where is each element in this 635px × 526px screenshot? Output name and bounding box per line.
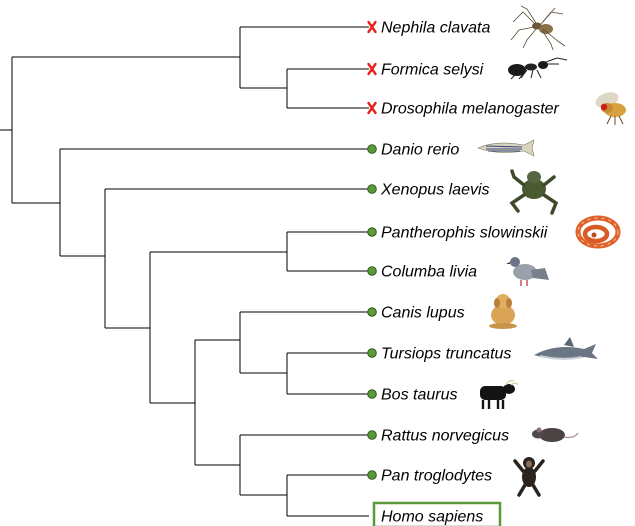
extinct-x-icon xyxy=(369,103,376,113)
present-dot-icon xyxy=(368,471,377,480)
taxon-label-homo-sapiens: Homo sapiens xyxy=(381,509,483,526)
organism-icons xyxy=(478,6,626,495)
taxon-label-canis-lupus: Canis lupus xyxy=(381,305,465,322)
tree-branches xyxy=(0,27,369,516)
taxon-label-xenopus-laevis: Xenopus laevis xyxy=(380,182,490,199)
present-dot-icon xyxy=(368,431,377,440)
taxon-label-nephila-clavata: Nephila clavata xyxy=(381,20,491,37)
zebrafish-icon xyxy=(478,140,534,156)
taxon-label-pantherophis-slowinskii: Pantherophis slowinskii xyxy=(381,225,548,242)
present-dot-icon xyxy=(368,185,377,194)
dolphin-icon xyxy=(534,337,598,360)
spider-icon xyxy=(511,6,565,50)
taxon-label-columba-livia: Columba livia xyxy=(381,264,477,281)
snake-icon xyxy=(578,218,618,246)
present-dot-icon xyxy=(368,267,377,276)
fruit-fly-icon xyxy=(593,89,626,125)
dog-icon xyxy=(489,294,517,329)
taxon-label-pan-troglodytes: Pan troglodytes xyxy=(381,468,492,485)
pigeon-icon xyxy=(506,257,549,286)
present-dot-icon xyxy=(368,349,377,358)
ant-icon xyxy=(508,58,567,79)
taxon-label-formica-selysi: Formica selysi xyxy=(381,62,484,79)
frog-icon xyxy=(512,171,556,213)
taxon-label-danio-rerio: Danio rerio xyxy=(381,142,459,159)
present-dot-icon xyxy=(368,228,377,237)
leaf-markers xyxy=(368,22,377,479)
chimpanzee-icon xyxy=(515,457,543,495)
extinct-x-icon xyxy=(369,22,376,32)
taxon-label-bos-taurus: Bos taurus xyxy=(381,387,457,404)
present-dot-icon xyxy=(368,308,377,317)
present-dot-icon xyxy=(368,390,377,399)
bull-icon xyxy=(480,381,518,410)
taxon-label-tursiops-truncatus: Tursiops truncatus xyxy=(381,346,511,363)
rat-icon xyxy=(532,428,578,443)
taxon-label-rattus-norvegicus: Rattus norvegicus xyxy=(381,428,509,445)
extinct-x-icon xyxy=(369,64,376,74)
taxon-label-drosophila-melanogaster: Drosophila melanogaster xyxy=(381,101,560,118)
present-dot-icon xyxy=(368,145,377,154)
